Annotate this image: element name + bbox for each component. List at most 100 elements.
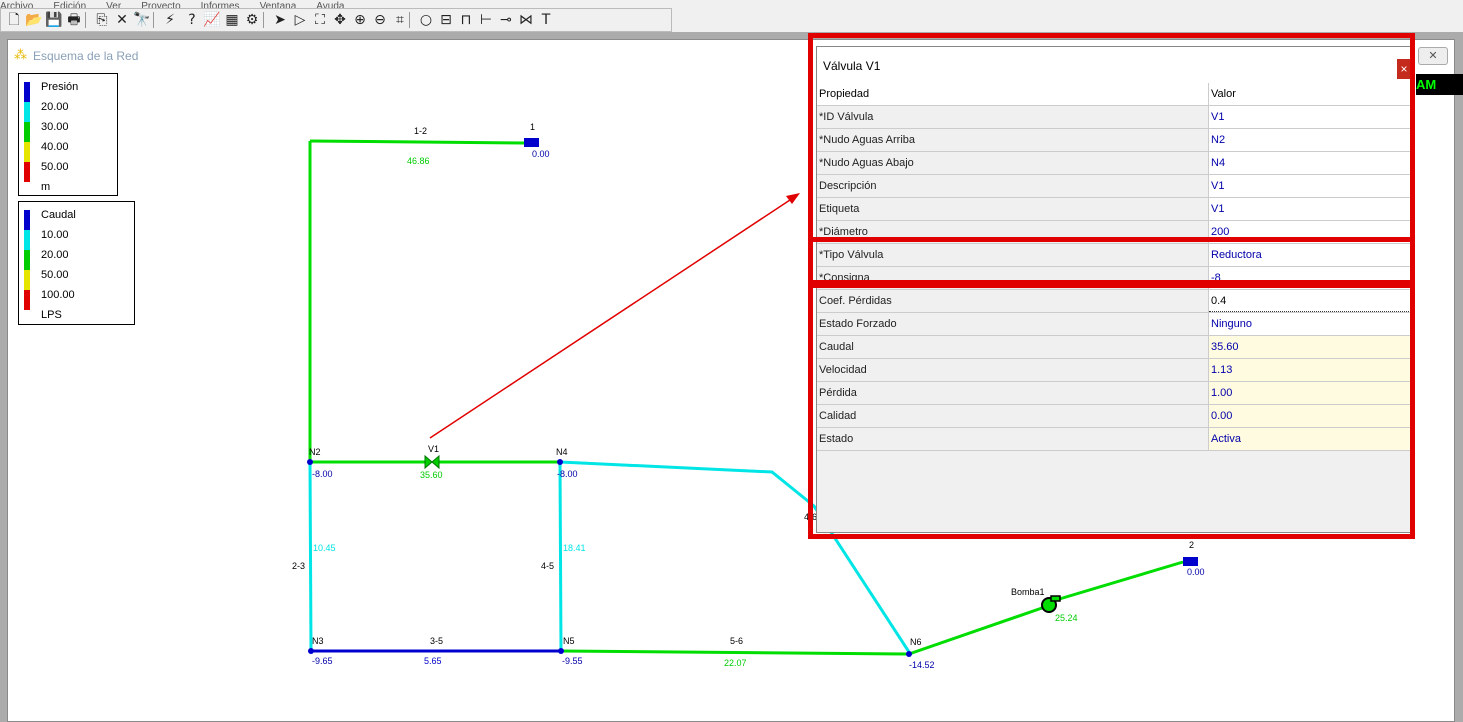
- link-2-3[interactable]: [308, 461, 313, 652]
- property-value[interactable]: 1.13: [1209, 359, 1411, 381]
- property-value[interactable]: Reductora: [1209, 244, 1411, 266]
- new-icon[interactable]: 🗋: [8, 12, 20, 28]
- network-window-title: Esquema de la Red: [33, 49, 139, 63]
- menu-item[interactable]: Edición: [53, 1, 87, 9]
- node-n5[interactable]: [558, 648, 564, 654]
- copy-icon[interactable]: ⎘: [96, 12, 108, 28]
- node-label: 2: [1189, 540, 1194, 550]
- table-icon[interactable]: ▦: [225, 12, 239, 28]
- property-name: Caudal: [817, 336, 1209, 358]
- valve-v1-icon[interactable]: [424, 454, 433, 470]
- property-value[interactable]: 0.00: [1209, 405, 1411, 427]
- property-value[interactable]: V1: [1209, 175, 1411, 197]
- property-row[interactable]: *Consigna-8: [817, 267, 1411, 290]
- graph-icon[interactable]: 📈: [203, 12, 221, 28]
- dialog-titlebar: Válvula V1 ×: [817, 47, 1411, 83]
- property-editor-dialog[interactable]: Válvula V1 × Propiedad Valor *ID Válvula…: [816, 46, 1412, 533]
- dialog-close-button[interactable]: ×: [1397, 59, 1411, 79]
- valve-icon[interactable]: ⋈: [519, 12, 533, 28]
- reservoir-2-icon[interactable]: [1183, 557, 1198, 566]
- node-n3[interactable]: [308, 648, 314, 654]
- link-4-6[interactable]: [559, 460, 911, 653]
- property-value[interactable]: 200: [1209, 221, 1411, 243]
- link-4-5[interactable]: [558, 461, 563, 652]
- property-value[interactable]: 1.00: [1209, 382, 1411, 404]
- query-icon[interactable]: ?: [188, 12, 196, 28]
- menu-item[interactable]: Ver: [106, 1, 122, 9]
- property-value[interactable]: V1: [1209, 198, 1411, 220]
- link-1-2[interactable]: [309, 139, 525, 145]
- node-n4[interactable]: [557, 459, 563, 465]
- reservoir-icon[interactable]: ⊟: [440, 12, 452, 28]
- node-label: N3: [312, 636, 324, 646]
- run-icon[interactable]: ⚡: [165, 12, 175, 28]
- annotation-arrowhead: [786, 193, 800, 204]
- link-5-6[interactable]: [560, 649, 910, 656]
- node-value: -9.65: [312, 656, 333, 666]
- property-value[interactable]: N4: [1209, 152, 1411, 174]
- save-icon[interactable]: 💾: [45, 12, 63, 28]
- property-name: *Diámetro: [817, 221, 1209, 243]
- reservoir-1-icon[interactable]: [524, 138, 539, 147]
- property-value[interactable]: V1: [1209, 106, 1411, 128]
- delete-icon[interactable]: ✕: [116, 12, 128, 28]
- menu-item[interactable]: Archivo: [0, 1, 34, 9]
- link-pump-left[interactable]: [908, 606, 1043, 656]
- junction-icon[interactable]: ○: [419, 12, 433, 28]
- pipe-icon[interactable]: ⊢: [479, 12, 493, 28]
- close-window-button[interactable]: ✕: [1418, 47, 1448, 65]
- property-value[interactable]: -8: [1209, 267, 1411, 289]
- flow-legend-swatch: [24, 250, 30, 270]
- node-value: -8.00: [557, 469, 578, 479]
- node-n6[interactable]: [906, 651, 912, 657]
- label-icon[interactable]: T: [541, 12, 551, 28]
- print-icon[interactable]: 🖶: [67, 12, 81, 28]
- select-icon[interactable]: ➤: [274, 12, 286, 28]
- zoom-out-icon[interactable]: ⊖: [374, 12, 386, 28]
- link-pump-right[interactable]: [1055, 560, 1184, 602]
- pressure-legend-swatch: [24, 142, 30, 162]
- property-name: *Consigna: [817, 267, 1209, 289]
- menu-item[interactable]: Informes: [200, 1, 240, 9]
- menu-item[interactable]: Ventana: [259, 1, 297, 9]
- node-n2[interactable]: [307, 459, 313, 465]
- menu-item[interactable]: Proyecto: [141, 1, 181, 9]
- find-icon[interactable]: 🔭: [133, 12, 151, 28]
- link-label: V1: [428, 444, 439, 454]
- pump-bomba1-icon[interactable]: [1041, 595, 1061, 613]
- property-value[interactable]: 35.60: [1209, 336, 1411, 358]
- options-icon[interactable]: ⚙: [245, 12, 259, 28]
- property-value[interactable]: N2: [1209, 129, 1411, 151]
- open-icon[interactable]: 📂: [25, 12, 43, 28]
- select-vertex-icon[interactable]: ▷: [294, 12, 306, 28]
- valve-v1-icon-right[interactable]: [431, 454, 440, 470]
- property-value[interactable]: Ninguno: [1209, 313, 1411, 335]
- pump-icon[interactable]: ⊸: [500, 12, 512, 28]
- property-value[interactable]: Activa: [1209, 428, 1411, 450]
- select-region-icon[interactable]: ⛶: [315, 12, 325, 28]
- menu-item[interactable]: Ayuda: [316, 1, 345, 9]
- property-value[interactable]: 0.4: [1209, 290, 1411, 312]
- zoom-in-icon[interactable]: ⊕: [354, 12, 366, 28]
- tank-icon[interactable]: ⊓: [460, 12, 472, 28]
- node-value: 0.00: [1187, 567, 1205, 577]
- pan-icon[interactable]: ✥: [334, 12, 346, 28]
- full-extent-icon[interactable]: ⌗: [396, 12, 404, 28]
